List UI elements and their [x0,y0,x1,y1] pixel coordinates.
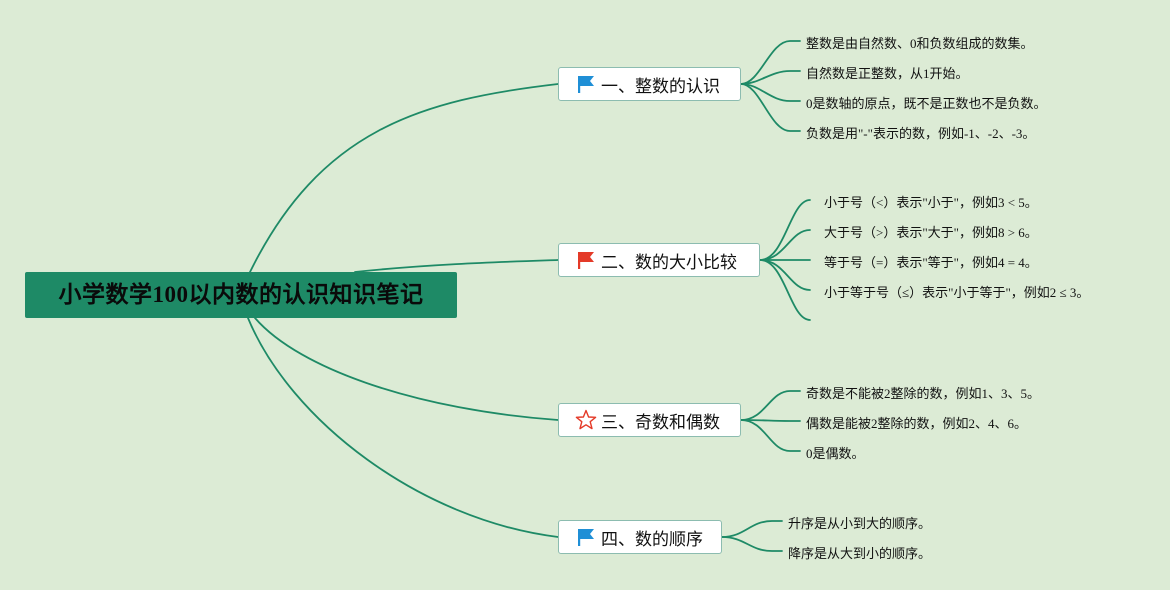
leaf-3-2[interactable]: 偶数是能被2整除的数，例如2、4、6。 [806,416,1028,431]
red-flag-icon [575,249,597,271]
leaf-2-4[interactable]: 小于等于号（≤）表示"小于等于"，例如2 ≤ 3。 [824,285,1090,300]
leaf-1-2[interactable]: 自然数是正整数，从1开始。 [806,66,969,81]
blue-flag-icon [575,526,597,548]
leaf-2-2[interactable]: 大于号（>）表示"大于"，例如8 > 6。 [824,225,1038,240]
branch-topic-2[interactable]: 二、数的大小比较 [558,243,760,277]
branch-topic-4[interactable]: 四、数的顺序 [558,520,722,554]
leaf-1-4[interactable]: 负数是用"-"表示的数，例如-1、-2、-3。 [806,126,1036,141]
branch-label: 二、数的大小比较 [601,252,737,273]
blue-flag-icon [575,73,597,95]
leaf-3-1[interactable]: 奇数是不能被2整除的数，例如1、3、5。 [806,386,1041,401]
branch-topic-3[interactable]: 三、奇数和偶数 [558,403,741,437]
leaf-2-3[interactable]: 等于号（=）表示"等于"，例如4 = 4。 [824,255,1038,270]
leaf-2-1[interactable]: 小于号（<）表示"小于"，例如3 < 5。 [824,195,1038,210]
branch-label: 一、整数的认识 [601,76,720,97]
leaf-3-3[interactable]: 0是偶数。 [806,446,865,461]
branch-label: 三、奇数和偶数 [601,412,720,433]
leaf-4-2[interactable]: 降序是从大到小的顺序。 [788,546,932,561]
root-topic[interactable]: 小学数学100以内数的认识知识笔记 [25,272,457,318]
leaf-1-1[interactable]: 整数是由自然数、0和负数组成的数集。 [806,36,1034,51]
branch-topic-1[interactable]: 一、整数的认识 [558,67,741,101]
branch-label: 四、数的顺序 [601,529,703,550]
star-icon [575,409,597,431]
leaf-4-1[interactable]: 升序是从小到大的顺序。 [788,516,932,531]
leaf-1-3[interactable]: 0是数轴的原点，既不是正数也不是负数。 [806,96,1047,111]
